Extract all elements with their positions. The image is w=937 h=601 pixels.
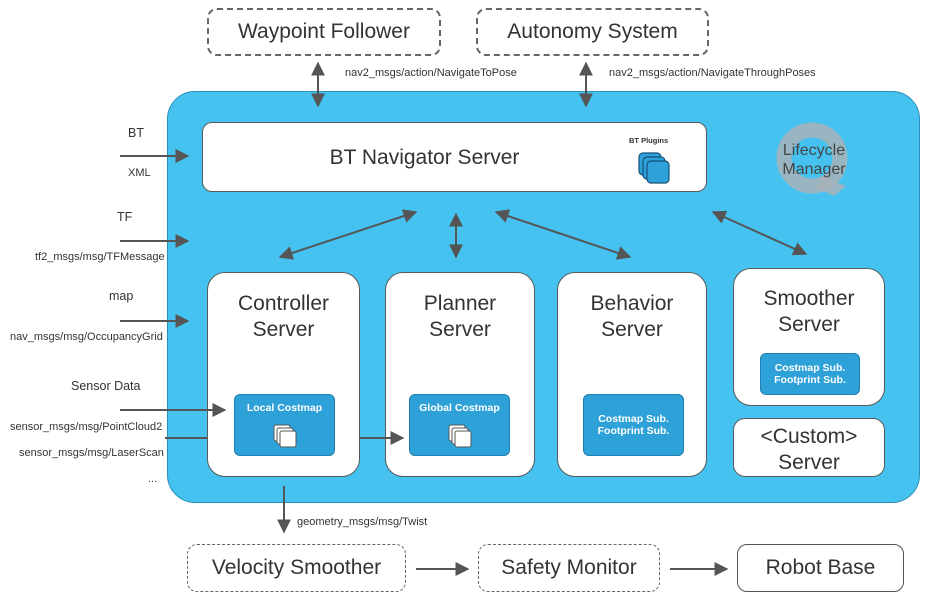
waypoint-follower-label: Waypoint Follower	[238, 20, 410, 43]
smoother-server: Smoother Server Costmap Sub. Footprint S…	[733, 268, 885, 406]
more-inputs-ellipsis: ...	[148, 473, 158, 485]
bt-navigator-server: BT Navigator Server BT Plugins	[202, 122, 707, 192]
smoother-server-title-line2: Server	[778, 313, 840, 336]
custom-server: <Custom> Server	[733, 418, 885, 477]
local-costmap-label: Local Costmap	[246, 402, 323, 414]
map-input-label: map	[109, 289, 134, 303]
safety-monitor-box: Safety Monitor	[478, 544, 660, 592]
planner-server-title-line2: Server	[429, 318, 491, 341]
lifecycle-manager-label: Lifecycle Manager	[775, 141, 853, 179]
behavior-footprint-sub-label: Footprint Sub.	[597, 425, 670, 437]
waypoint-follower-box: Waypoint Follower	[207, 8, 441, 56]
local-costmap-icon	[273, 424, 297, 448]
behavior-server-title-line1: Behavior	[590, 292, 674, 315]
sensor-data-label: Sensor Data	[71, 379, 141, 393]
twist-msg-label: geometry_msgs/msg/Twist	[297, 516, 428, 528]
smoother-subscriptions-box: Costmap Sub. Footprint Sub.	[760, 353, 860, 395]
bt-input-label: BT	[128, 126, 144, 140]
smoother-costmap-sub-label: Costmap Sub.	[774, 362, 846, 374]
robot-base-label: Robot Base	[765, 556, 876, 579]
velocity-smoother-box: Velocity Smoother	[187, 544, 406, 592]
autonomy-system-label: Autonomy System	[507, 20, 678, 43]
autonomy-system-box: Autonomy System	[476, 8, 709, 56]
bt-plugins-label: BT Plugins	[629, 136, 669, 145]
smoother-footprint-sub-label: Footprint Sub.	[774, 374, 846, 386]
lifecycle-line2: Manager	[782, 161, 846, 178]
behavior-server: Behavior Server Costmap Sub. Footprint S…	[557, 272, 707, 477]
xml-input-label: XML	[128, 167, 151, 179]
bt-plugins-icon	[638, 152, 670, 184]
smoother-server-title-line1: Smoother	[763, 287, 855, 310]
arrow-bt-behavior	[494, 209, 632, 260]
global-costmap-label: Global Costmap	[419, 402, 500, 414]
planner-server: Planner Server Global Costmap	[385, 272, 535, 477]
arrow-bt-controller	[278, 209, 418, 260]
tf-msg-label: tf2_msgs/msg/TFMessage	[35, 251, 165, 263]
tf-input-label: TF	[117, 210, 133, 224]
laserscan-msg-label: sensor_msgs/msg/LaserScan	[19, 447, 164, 459]
behavior-costmap-sub-label: Costmap Sub.	[598, 413, 669, 425]
map-msg-label: nav_msgs/msg/OccupancyGrid	[10, 331, 163, 343]
global-costmap-box: Global Costmap	[409, 394, 510, 456]
behavior-subscriptions-box: Costmap Sub. Footprint Sub.	[583, 394, 684, 456]
navigate-through-poses-label: nav2_msgs/action/NavigateThroughPoses	[609, 67, 816, 79]
robot-base-box: Robot Base	[737, 544, 904, 592]
planner-server-title-line1: Planner	[423, 292, 497, 315]
local-costmap-box: Local Costmap	[234, 394, 335, 456]
pointcloud-msg-label: sensor_msgs/msg/PointCloud2	[10, 421, 163, 433]
custom-server-title-line1: <Custom>	[760, 425, 858, 448]
controller-server-title-line1: Controller	[237, 292, 330, 315]
custom-server-title-line2: Server	[778, 451, 840, 474]
safety-monitor-label: Safety Monitor	[501, 556, 637, 579]
behavior-server-title-line2: Server	[601, 318, 663, 341]
controller-server: Controller Server Local Costmap	[207, 272, 360, 477]
velocity-smoother-label: Velocity Smoother	[211, 556, 382, 579]
lifecycle-line1: Lifecycle	[782, 142, 846, 159]
bt-navigator-title: BT Navigator Server	[329, 146, 520, 169]
navigate-to-pose-label: nav2_msgs/action/NavigateToPose	[345, 67, 517, 79]
global-costmap-icon	[448, 424, 472, 448]
arrow-bt-smoother	[711, 210, 808, 256]
controller-server-title-line2: Server	[252, 318, 315, 341]
